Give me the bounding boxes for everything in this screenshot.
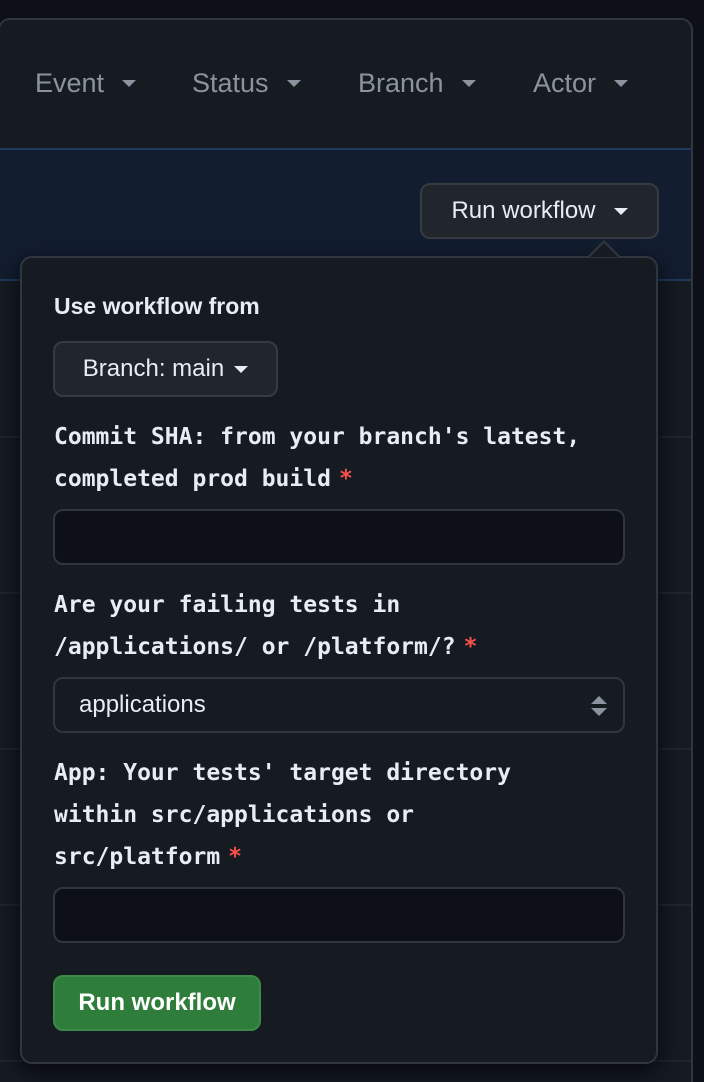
- failing-tests-label-text: Are your failing tests in /applications/…: [54, 592, 456, 660]
- run-workflow-submit-button[interactable]: Run workflow: [53, 975, 261, 1031]
- app-directory-label: App: Your tests' target directory within…: [54, 752, 544, 878]
- failing-tests-select[interactable]: applications: [53, 677, 625, 733]
- branch-select-label: Branch: main: [82, 355, 225, 382]
- commit-sha-input[interactable]: [53, 509, 625, 565]
- commit-sha-label: Commit SHA: from your branch's latest, c…: [54, 416, 624, 500]
- actor-filter-label: Actor: [533, 68, 597, 98]
- use-workflow-from-heading: Use workflow from: [54, 293, 260, 319]
- chevron-down-icon: [234, 365, 249, 373]
- filter-bar: Event Status Branch Actor: [0, 20, 691, 148]
- actor-filter[interactable]: Actor: [533, 68, 629, 99]
- chevron-down-icon: [461, 80, 476, 87]
- required-indicator: *: [463, 634, 478, 660]
- run-workflow-dropdown-button[interactable]: Run workflow: [420, 183, 659, 239]
- chevron-down-icon: [286, 80, 301, 87]
- branch-select-button[interactable]: Branch: main: [53, 341, 278, 397]
- app-directory-label-text: App: Your tests' target directory within…: [54, 760, 511, 870]
- select-arrows-icon: [591, 696, 607, 716]
- required-indicator: *: [338, 466, 353, 492]
- branch-filter[interactable]: Branch: [358, 68, 476, 99]
- failing-tests-selected-value: applications: [79, 691, 206, 718]
- required-indicator: *: [228, 844, 243, 870]
- chevron-down-icon: [122, 80, 137, 87]
- chevron-down-icon: [614, 80, 629, 87]
- event-filter-label: Event: [35, 68, 105, 98]
- status-filter[interactable]: Status: [192, 68, 301, 99]
- status-filter-label: Status: [192, 68, 269, 98]
- event-filter[interactable]: Event: [35, 68, 137, 99]
- run-workflow-label: Run workflow: [451, 197, 596, 224]
- branch-filter-label: Branch: [358, 68, 444, 98]
- failing-tests-label: Are your failing tests in /applications/…: [54, 584, 554, 668]
- chevron-down-icon: [613, 207, 628, 215]
- app-directory-input[interactable]: [53, 887, 625, 943]
- popover-arrow-inner: [590, 243, 618, 257]
- commit-sha-label-text: Commit SHA: from your branch's latest, c…: [54, 424, 581, 492]
